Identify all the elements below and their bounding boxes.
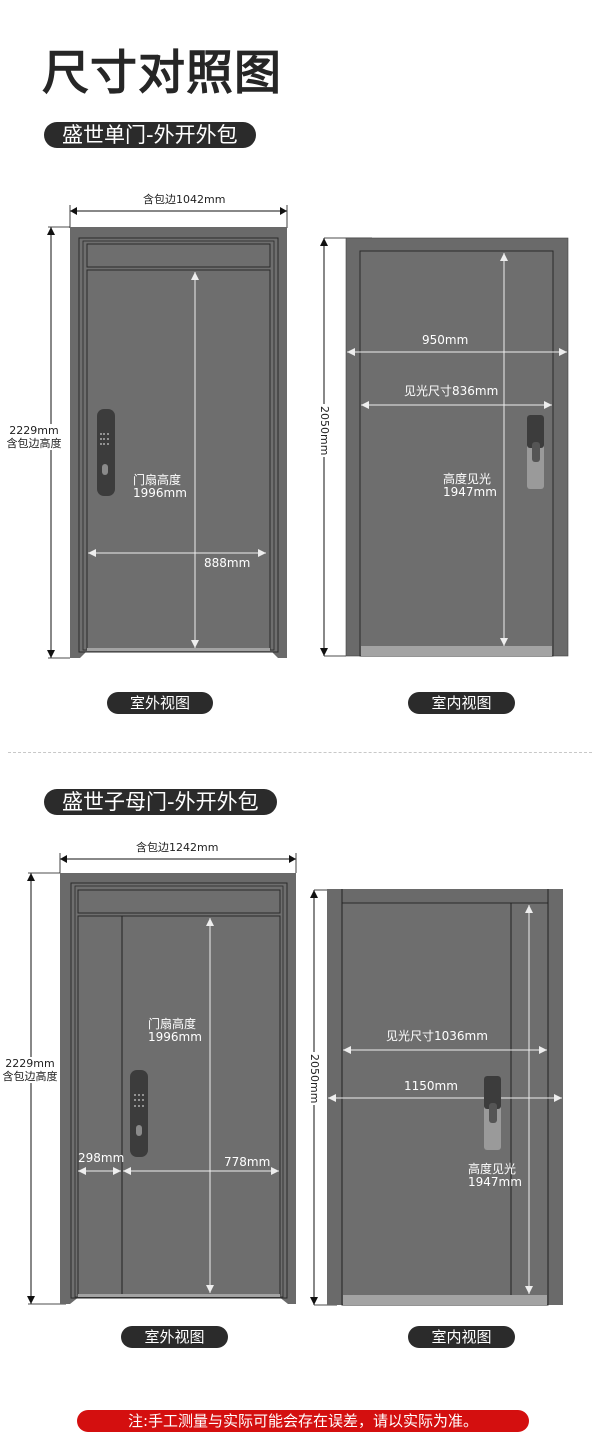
section-heading-single-door: 盛世单门-外开外包: [44, 122, 256, 148]
disclaimer-note: 注:手工测量与实际可能会存在误差，请以实际为准。: [77, 1410, 529, 1432]
single-frame-width-label: 950mm: [422, 333, 469, 347]
single-clear-height-label: 高度见光 1947mm: [443, 473, 497, 499]
ms-clear-height-title: 高度见光: [468, 1162, 517, 1176]
single-overall-height-label: 2229mm 含包边高度: [0, 424, 68, 450]
ms-overall-height-note: 含包边高度: [2, 1070, 58, 1083]
ms-exterior-view-label: 室外视图: [121, 1326, 228, 1348]
single-clear-height-title: 高度见光: [443, 472, 492, 486]
single-leaf-width-label: 888mm: [204, 556, 251, 570]
single-leaf-height-label: 门扇高度 1996mm: [133, 474, 187, 500]
single-interior-view-label: 室内视图: [408, 692, 515, 714]
ms-overall-height-label: 2229mm 含包边高度: [0, 1057, 60, 1083]
smart-lock-icon: [130, 1070, 148, 1157]
single-clear-width-label: 见光尺寸836mm: [404, 384, 499, 398]
section-divider: [8, 752, 592, 753]
single-overall-height-note: 含包边高度: [6, 437, 62, 450]
single-frame-height-label: 2050mm: [318, 404, 331, 458]
ms-overall-height-value: 2229mm: [5, 1057, 55, 1070]
section-heading-mother-son-door: 盛世子母门-外开外包: [44, 789, 277, 815]
single-clear-height-value: 1947mm: [443, 485, 497, 499]
ms-leaf-height-title: 门扇高度: [148, 1017, 197, 1031]
single-overall-height-value: 2229mm: [9, 424, 59, 437]
ms-leaf-height-value: 1996mm: [148, 1030, 202, 1044]
single-leaf-height-value: 1996mm: [133, 486, 187, 500]
ms-main-leaf-width-label: 778mm: [224, 1155, 271, 1169]
ms-interior-view-label: 室内视图: [408, 1326, 515, 1348]
ms-clear-height-label: 高度见光 1947mm: [468, 1163, 522, 1189]
page-title: 尺寸对照图: [42, 46, 282, 101]
ms-frame-height-label: 2050mm: [308, 1052, 321, 1106]
single-overall-width-label: 含包边1042mm: [143, 193, 226, 206]
ms-small-leaf-width-label: 298mm: [78, 1151, 125, 1165]
smart-lock-icon: [97, 409, 115, 496]
single-leaf-height-title: 门扇高度: [133, 473, 182, 487]
single-exterior-view-label: 室外视图: [107, 692, 213, 714]
ms-frame-width-label: 1150mm: [404, 1079, 458, 1093]
ms-clear-height-value: 1947mm: [468, 1175, 522, 1189]
ms-leaf-height-label: 门扇高度 1996mm: [148, 1018, 202, 1044]
ms-clear-width-label: 见光尺寸1036mm: [386, 1029, 488, 1043]
ms-overall-width-label: 含包边1242mm: [136, 841, 219, 854]
